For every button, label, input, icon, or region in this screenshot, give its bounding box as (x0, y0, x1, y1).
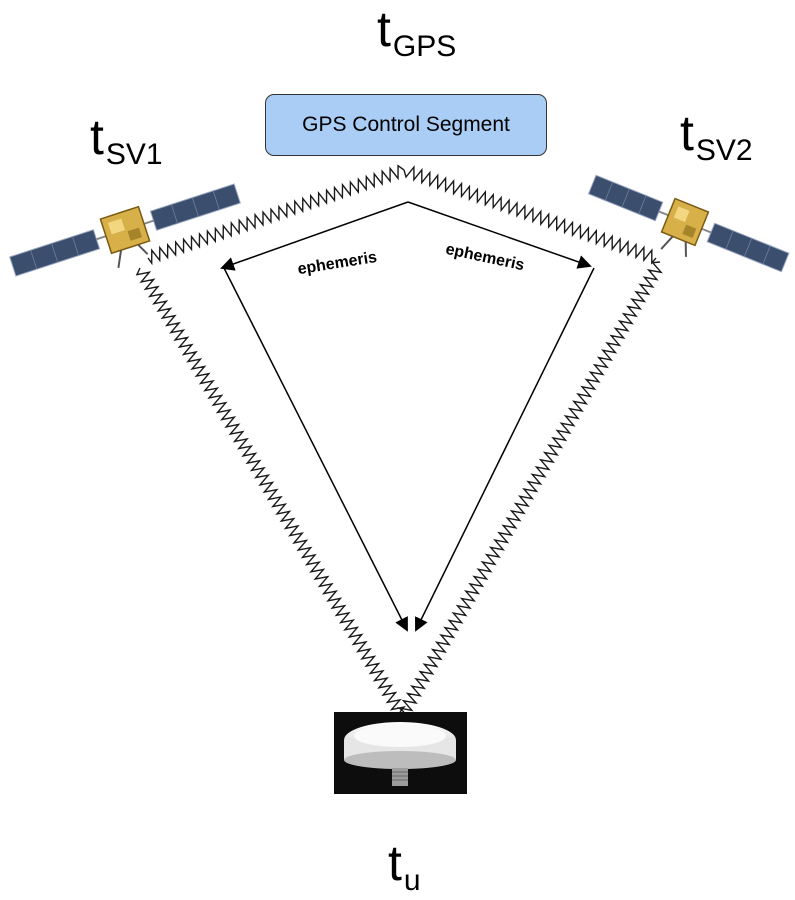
signal-link-control-to-sv1 (147, 164, 405, 266)
gps-control-segment-box: GPS Control Segment (265, 94, 547, 156)
t-sv1-subscript: SV1 (105, 138, 163, 171)
t-gps-symbol: t (377, 1, 391, 57)
satellite-icon (9, 183, 241, 277)
t-u-subscript: u (403, 864, 421, 897)
gps-antenna-graphic (344, 722, 456, 786)
ephemeris-arrow-left-down (223, 267, 408, 632)
ephemeris-label-left: ephemeris (296, 249, 378, 278)
signal-link-sv1-to-user (135, 267, 406, 713)
t-sv2-subscript: SV2 (695, 134, 753, 167)
signal-link-sv2-to-user (396, 261, 663, 713)
ephemeris-arrow-right-head (407, 201, 592, 269)
t-sv1-label: tSV1 (90, 109, 163, 170)
t-sv2-label: tSV2 (680, 105, 753, 166)
ephemeris-arrow-left-head (220, 201, 409, 271)
signal-link-control-to-sv2 (403, 165, 657, 265)
satellite-icon (587, 174, 790, 273)
gps-antenna-icon (334, 712, 467, 794)
t-gps-subscript: GPS (392, 30, 457, 63)
gps-control-segment-label: GPS Control Segment (302, 113, 510, 136)
t-u-symbol: t (388, 835, 402, 891)
ephemeris-arrows (220, 201, 595, 632)
signal-links (135, 164, 663, 713)
t-u-label: tu (388, 835, 421, 896)
ephemeris-label-right: ephemeris (444, 241, 526, 274)
ephemeris-arrow-right-down (415, 267, 595, 632)
t-sv1-symbol: t (90, 109, 104, 165)
t-sv2-symbol: t (680, 105, 694, 161)
t-gps-label: tGPS (377, 1, 456, 62)
